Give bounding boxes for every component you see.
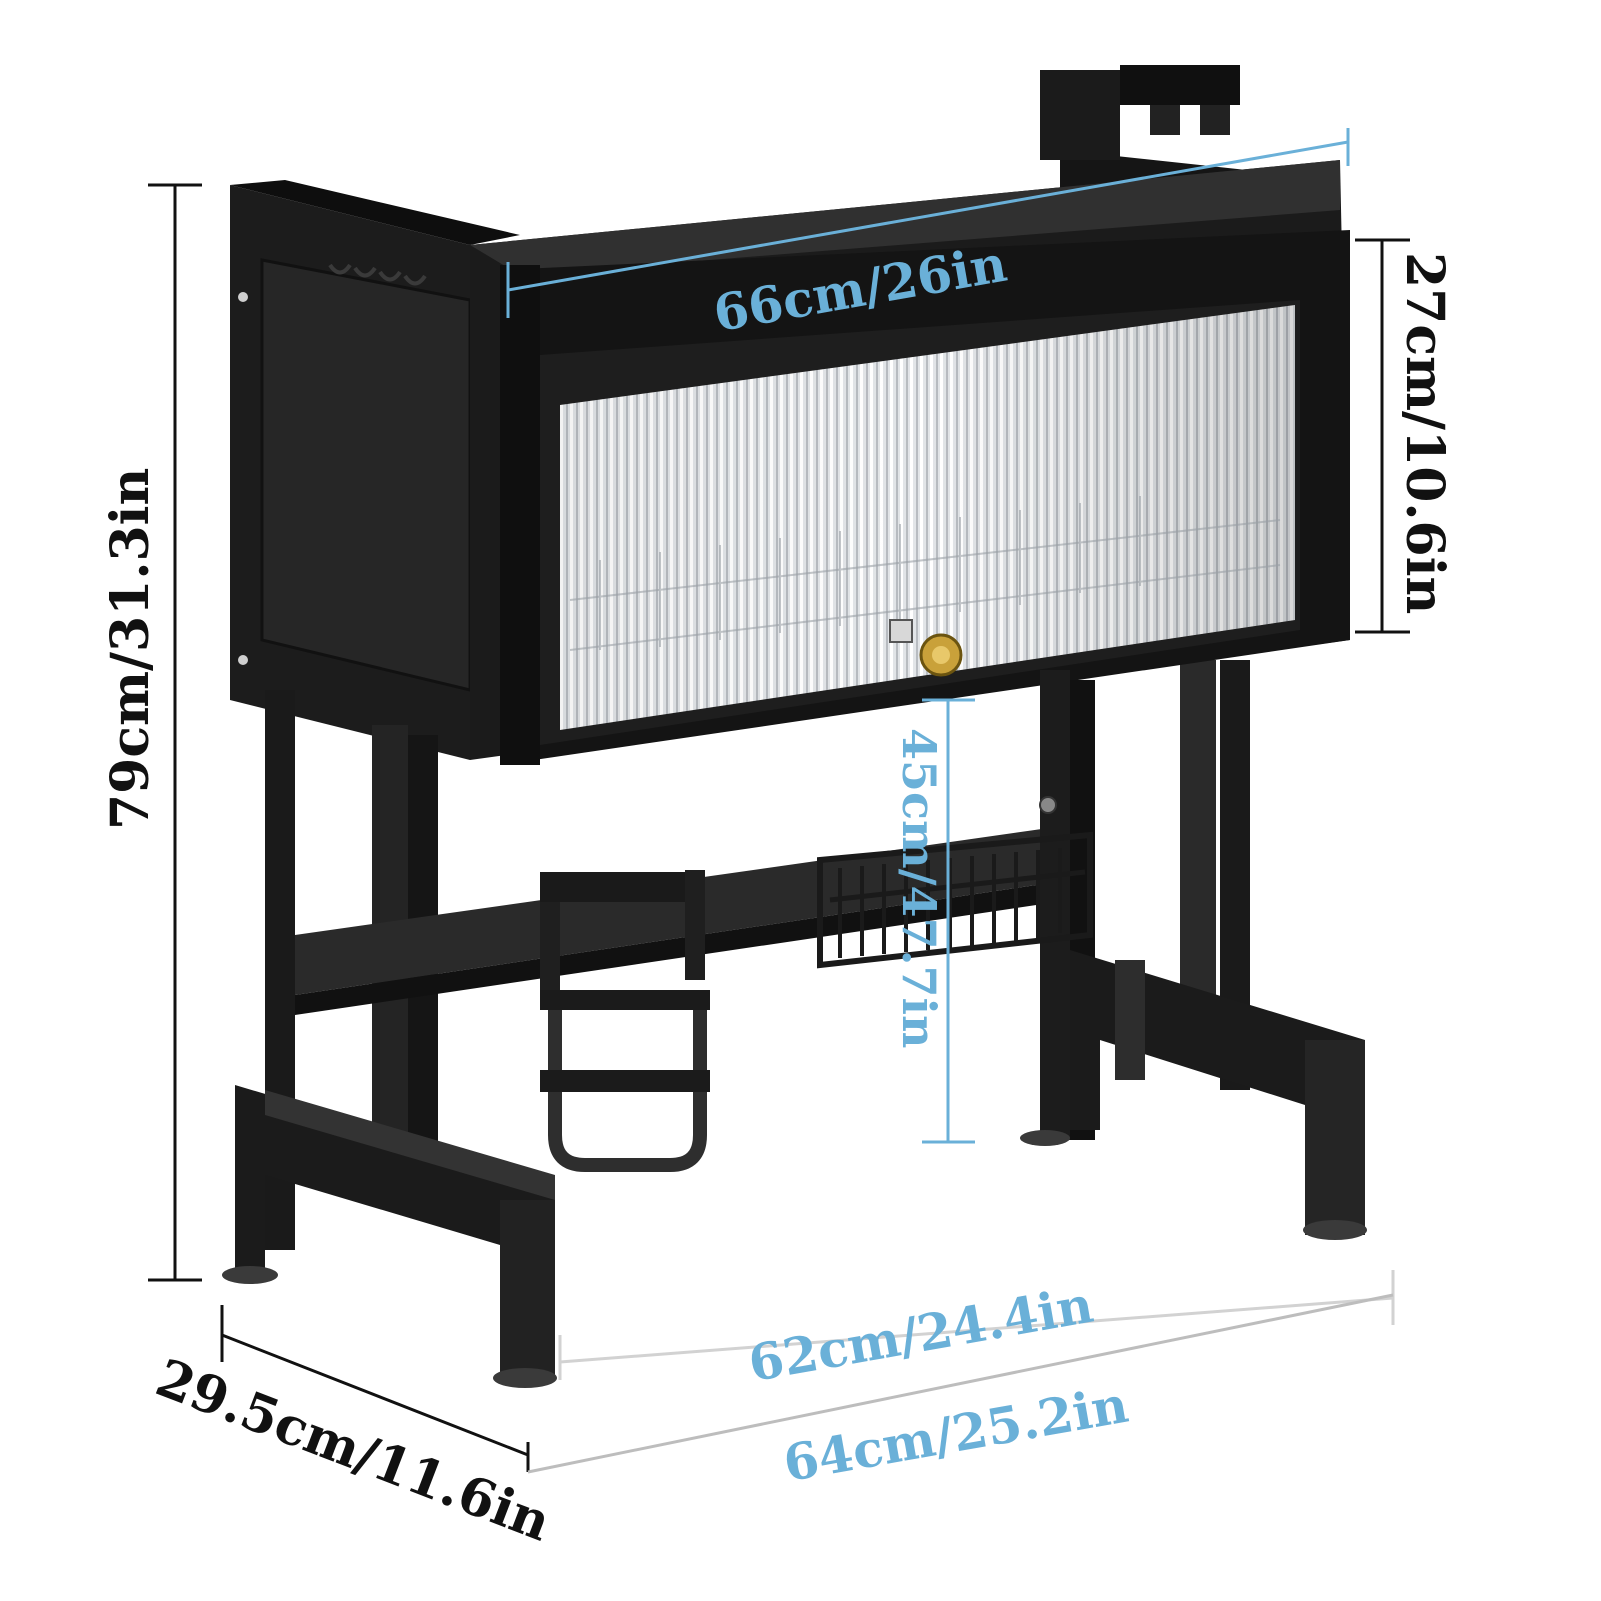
- left-side-panel: [230, 180, 520, 760]
- total-height-label: 79cm/31.3in: [100, 467, 161, 830]
- cabinet-height-line: [1355, 238, 1410, 634]
- door-knob[interactable]: [889, 619, 963, 677]
- top-width-line: [506, 128, 1350, 318]
- lower-frame: [222, 670, 1367, 1388]
- fluted-glass-door[interactable]: [560, 305, 1295, 730]
- clearance-height-label: 45cm/47.7in: [892, 728, 946, 1049]
- outer-width-line: [527, 1293, 1394, 1474]
- depth-line: [220, 1305, 530, 1472]
- inner-width-line: [558, 1270, 1395, 1380]
- cutting-board-holder: [540, 870, 710, 1172]
- dish-rack-silhouette: [569, 496, 1281, 651]
- clearance-height-line: [922, 698, 975, 1144]
- total-height-line: [148, 183, 202, 1282]
- dimension-lines: [148, 128, 1410, 1474]
- utensil-hooks: [328, 263, 427, 286]
- cabinet-height-label: 27cm/10.6in: [1394, 252, 1455, 615]
- wire-basket: [817, 796, 1093, 969]
